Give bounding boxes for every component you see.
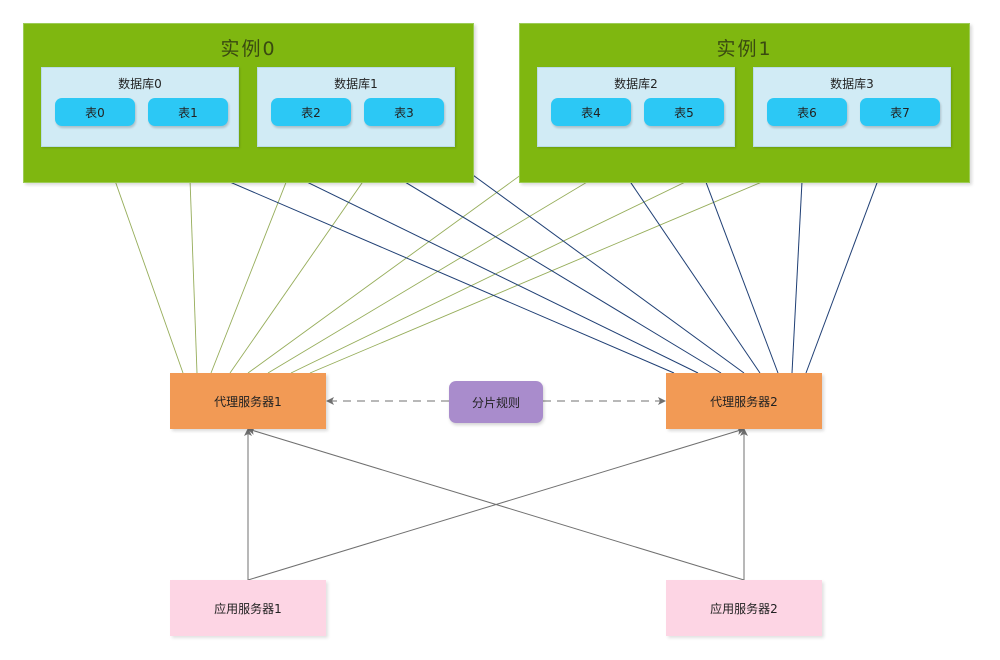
app-links	[244, 427, 748, 581]
link-app2-proxy1	[247, 427, 745, 581]
table-4[interactable]: 表4	[551, 98, 631, 126]
proxy1-links	[93, 123, 900, 374]
proxy-server-1[interactable]: 代理服务器1	[170, 373, 326, 429]
app-server-2[interactable]: 应用服务器2	[666, 580, 822, 636]
database-title: 数据库1	[334, 77, 378, 91]
sharding-rule[interactable]: 分片规则	[449, 381, 543, 423]
database-title: 数据库2	[614, 77, 658, 91]
database-0: 数据库0 表0 表1	[41, 67, 239, 147]
table-2[interactable]: 表2	[271, 98, 351, 126]
database-2: 数据库2 表4 表5	[537, 67, 735, 147]
instance-title: 实例0	[220, 38, 277, 60]
proxy-server-2[interactable]: 代理服务器2	[666, 373, 822, 429]
table-1[interactable]: 表1	[148, 98, 228, 126]
table-3[interactable]: 表3	[364, 98, 444, 126]
table-0[interactable]: 表0	[55, 98, 135, 126]
table-7[interactable]: 表7	[860, 98, 940, 126]
instance-title: 实例1	[716, 38, 773, 60]
database-1: 数据库1 表2 表3	[257, 67, 455, 147]
app-server-1[interactable]: 应用服务器1	[170, 580, 326, 636]
database-title: 数据库3	[830, 77, 874, 91]
database-title: 数据库0	[118, 77, 162, 91]
table-5[interactable]: 表5	[644, 98, 724, 126]
instance-1: 实例1 数据库2 表4 表5 数据库3 表6 表7	[519, 23, 970, 183]
database-3: 数据库3 表6 表7	[753, 67, 951, 147]
table-6[interactable]: 表6	[767, 98, 847, 126]
instance-0: 实例0 数据库0 表0 表1 数据库1 表2 表3	[23, 23, 474, 183]
